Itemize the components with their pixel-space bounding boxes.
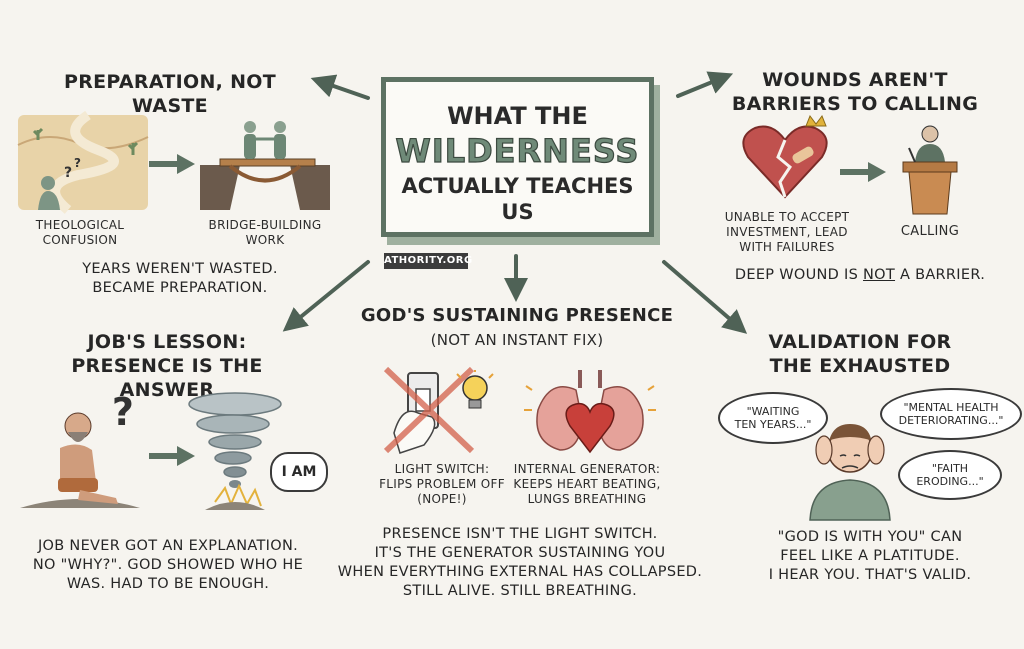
arrow-to-job	[282, 260, 370, 332]
lightbulb-icon	[456, 370, 494, 409]
presence-summary: PRESENCE ISN'T THE LIGHT SWITCH.IT'S THE…	[337, 526, 703, 599]
desert-path-icon: ? ?	[17, 110, 149, 214]
source-badge: ATHORITY.ORG	[384, 253, 472, 269]
arrow-right-icon	[840, 162, 886, 182]
light-switch-crossed-icon	[383, 366, 475, 454]
exhausted-person-icon	[809, 424, 891, 521]
podium-speaker-icon	[902, 125, 958, 215]
svg-text:?: ?	[64, 165, 72, 181]
wounds-summary: DEEP WOUND IS NOT A BARRIER.	[734, 267, 986, 283]
center-title-line1: WHAT THE	[447, 102, 588, 130]
presence-subtitle: (NOT AN INSTANT FIX)	[430, 331, 604, 349]
center-title-box: WHAT THE WILDERNESS ACTUALLY TEACHES US	[381, 77, 654, 237]
i-am-speech-bubble: I AM	[270, 452, 328, 492]
svg-text:?: ?	[74, 156, 81, 170]
job-title: JOB'S LESSON:PRESENCE IS THE ANSWER	[71, 331, 263, 401]
preparation-summary: YEARS WEREN'T WASTED.BECAME PREPARATION.	[82, 261, 278, 296]
arrow-right-icon	[149, 154, 195, 174]
arrow-to-wounds	[676, 71, 734, 98]
job-sitting-figure-icon	[20, 412, 140, 508]
wounds-right-label: CALLING	[900, 224, 960, 239]
heart-lungs-icon	[524, 370, 656, 454]
generator-label: INTERNAL GENERATOR:KEEPS HEART BEATING,L…	[513, 462, 661, 506]
arrow-right-icon	[149, 446, 195, 466]
arrow-to-exhausted	[662, 260, 748, 334]
light-switch-label: LIGHT SWITCH:FLIPS PROBLEM OFF(NOPE!)	[379, 462, 505, 506]
preparation-title: PREPARATION, NOT WASTE	[63, 71, 276, 117]
arrow-to-preparation	[310, 74, 370, 100]
job-summary: JOB NEVER GOT AN EXPLANATION.NO "WHY?". …	[32, 538, 304, 592]
emphasis-not: NOT	[863, 267, 896, 283]
center-title-line4: US	[501, 200, 534, 224]
whirlwind-icon	[188, 392, 282, 510]
bridge-icon	[200, 121, 330, 210]
center-title-line3: ACTUALLY TEACHES	[401, 174, 634, 198]
broken-heart-icon	[742, 114, 828, 199]
question-mark-icon: ?	[111, 390, 135, 434]
presence-title: GOD'S SUSTAINING PRESENCE	[360, 305, 674, 326]
center-title-highlight: WILDERNESS	[395, 131, 640, 170]
